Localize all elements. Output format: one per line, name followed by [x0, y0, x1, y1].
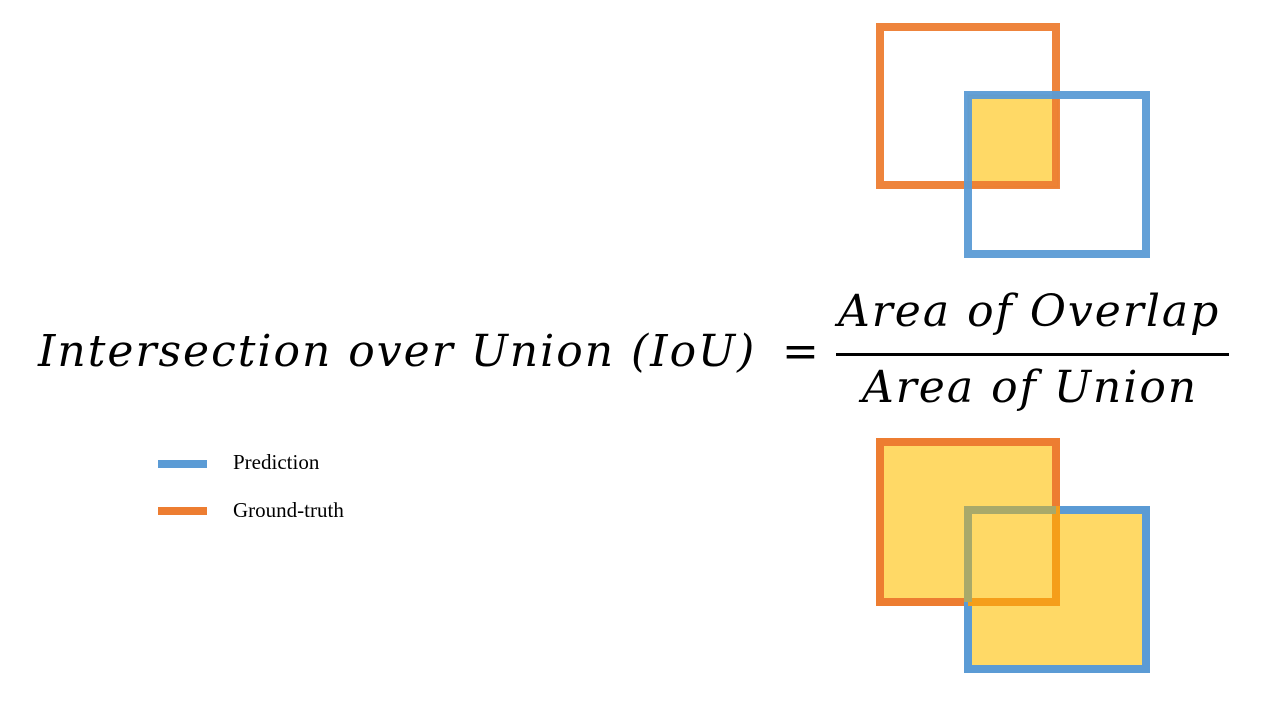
- equals-sign: =: [782, 326, 821, 377]
- formula-lhs: Intersection over Union (IoU): [38, 326, 757, 377]
- legend-ground-truth-label: Ground-truth: [233, 498, 344, 522]
- legend-prediction-label: Prediction: [233, 450, 320, 474]
- overlap-diagram: [876, 23, 1150, 258]
- prediction-box: [964, 91, 1150, 258]
- prediction-overlap-edge: [964, 506, 1056, 602]
- formula-denominator: Area of Union: [862, 362, 1199, 413]
- legend-prediction-swatch: [158, 460, 207, 468]
- overlap-fill: [967, 94, 1059, 188]
- fraction-bar: [836, 353, 1229, 356]
- union-diagram: [876, 438, 1150, 673]
- legend-ground-truth-swatch: [158, 507, 207, 515]
- formula-numerator: Area of Overlap: [838, 286, 1221, 337]
